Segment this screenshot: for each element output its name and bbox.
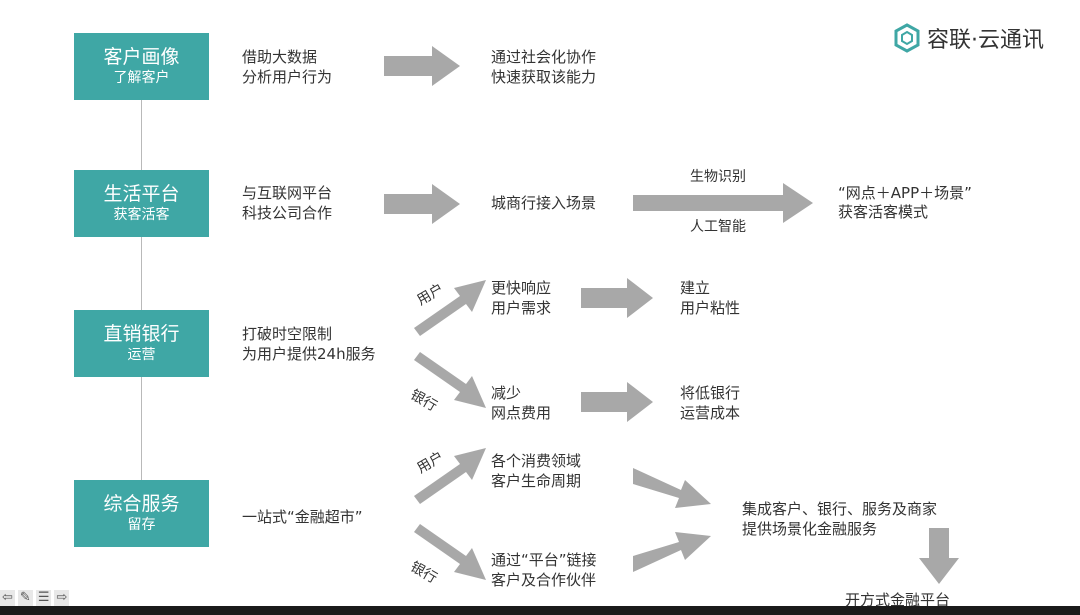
next-arrow-icon[interactable]: ⇨ [54,590,70,606]
category-title: 客户画像 [103,46,180,68]
ai-label: 人工智能 [690,219,746,235]
row3-user-arrow [581,278,653,318]
category-box-integrated-service: 综合服务 留存 [74,480,209,547]
row2-description: 与互联网平台科技公司合作 [242,184,333,222]
row4-final: 开方式金融平台 [845,591,951,609]
category-subtitle: 留存 [127,517,156,533]
category-box-direct-bank: 直销银行 运营 [74,310,209,377]
row4-description: 一站式“金融超市” [242,508,363,526]
prev-arrow-icon[interactable]: ⇦ [0,590,15,606]
row4-final-arrow [919,528,959,584]
menu-icon[interactable]: ☰ [35,590,52,606]
row3-bank-end: 将低银行运营成本 [680,384,741,422]
row4-merge-up-arrow [633,532,711,572]
biometric-label: 生物识别 [690,169,746,185]
pen-icon[interactable]: ✎ [17,590,33,606]
row3-down-arrow [414,352,486,408]
row3-bank-mid: 减少网点费用 [491,384,552,422]
slide-toolbar: ⇦ ✎ ☰ ⇨ [0,590,70,606]
row1-result: 通过社会化协作快速获取该能力 [491,48,597,86]
row4-down-arrow [414,524,486,580]
bottom-bar [0,606,1080,615]
category-title: 综合服务 [103,493,180,515]
row4-merge-down-arrow [633,468,711,508]
category-box-life-platform: 生活平台 获客活客 [74,170,209,237]
row4-up-arrow [414,448,486,504]
row2-final: “网点＋APP＋场景”获客活客模式 [838,184,972,221]
row3-user-mid: 更快响应用户需求 [491,279,552,317]
row3-bank-arrow [581,382,653,422]
category-title: 直销银行 [103,323,180,345]
row2-arrow [384,184,460,224]
row4-bank-mid: 通过“平台”链接客户及合作伙伴 [491,551,597,589]
category-subtitle: 运营 [127,347,156,363]
row4-merge-text: 集成客户、银行、服务及商家提供场景化金融服务 [742,500,938,538]
row3-user-end: 建立用户粘性 [680,279,741,317]
row1-description: 借助大数据分析用户行为 [242,48,333,86]
category-box-profile: 客户画像 了解客户 [74,33,209,100]
logo: 容联·云通讯 [893,22,1044,54]
category-subtitle: 了解客户 [113,70,170,86]
hexagon-logo-icon [894,23,920,53]
category-subtitle: 获客活客 [113,207,170,223]
row3-description: 打破时空限制为用户提供24h服务 [242,325,376,363]
vertical-connector [141,100,142,510]
row2-result: 城商行接入场景 [491,194,597,212]
row3-up-arrow [414,280,486,336]
row2-long-arrow [633,183,813,223]
category-title: 生活平台 [103,183,180,205]
logo-name: 容联·云通讯 [927,28,1044,53]
row4-user-mid: 各个消费领域客户生命周期 [491,452,582,490]
row1-arrow [384,46,460,86]
